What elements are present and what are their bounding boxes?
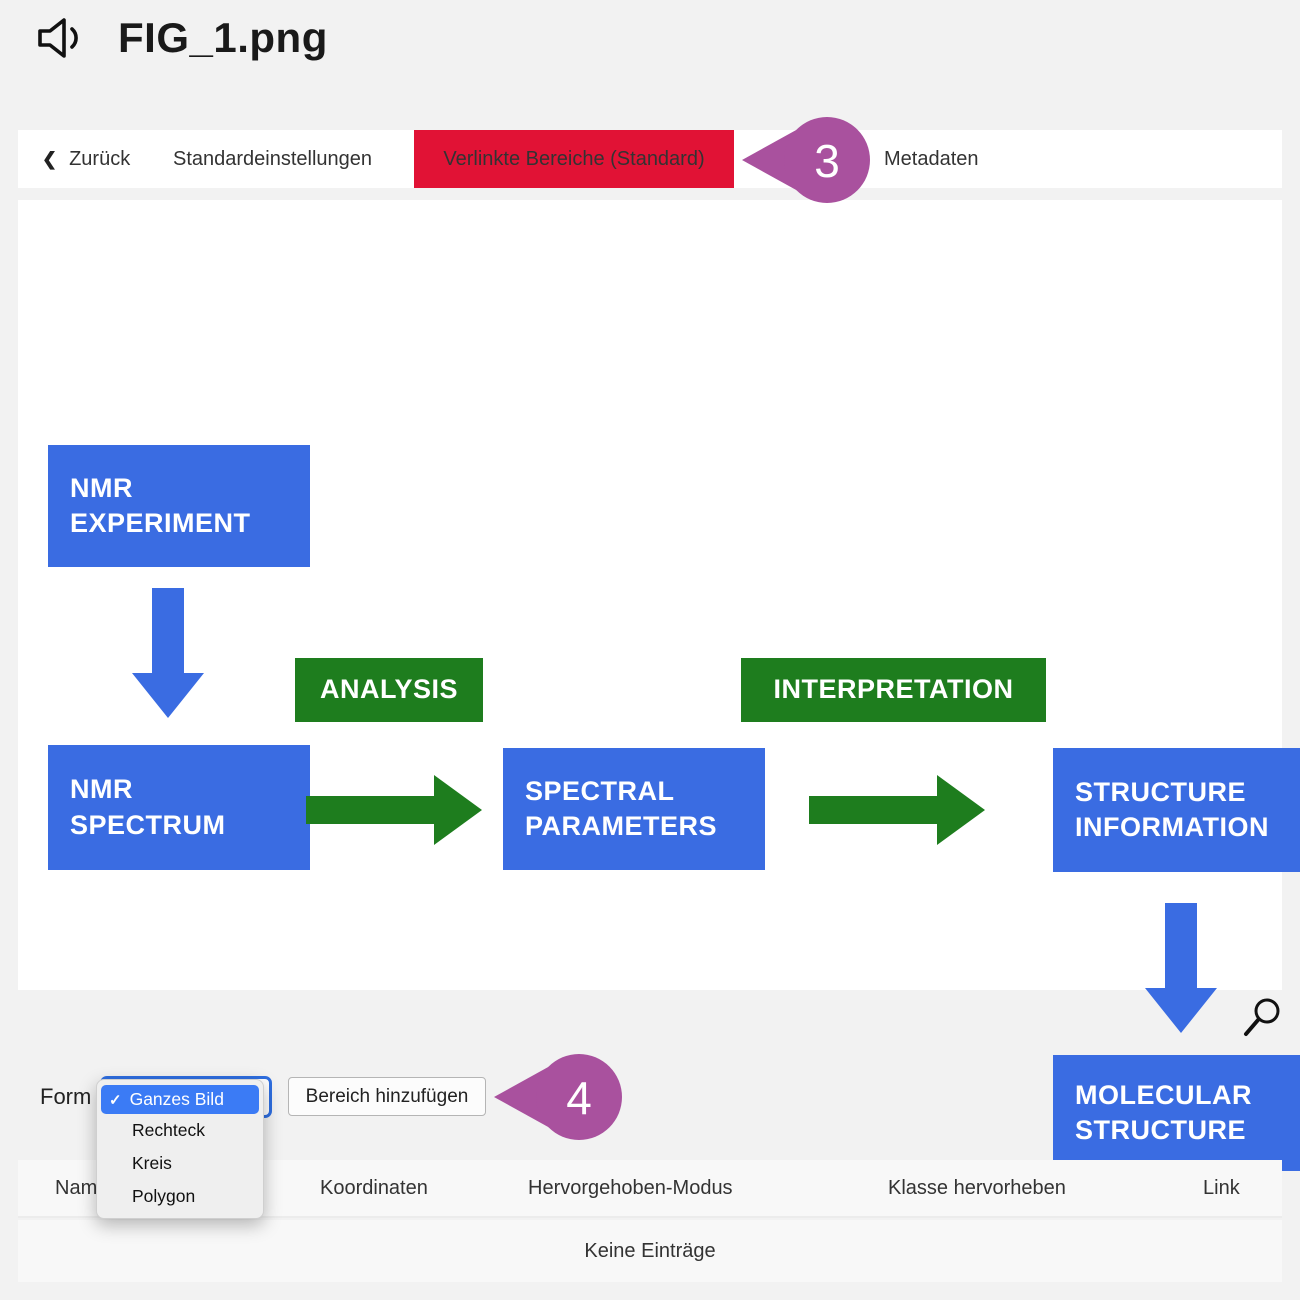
zoom-magnifier-icon[interactable] [1240, 996, 1284, 1040]
dropdown-option-label: Ganzes Bild [129, 1089, 224, 1109]
column-header-koordinaten: Koordinaten [320, 1177, 428, 1199]
toolbar: ❮ Zurück Standardeinstellungen Verlinkte… [18, 130, 1282, 188]
arrow-down-icon [1145, 903, 1217, 1033]
diagram-node-molecular-structure: MOLECULAR STRUCTURE [1053, 1055, 1300, 1171]
diagram-node-structure-information: STRUCTURE INFORMATION [1053, 748, 1300, 872]
column-header-klasse-hervorheben: Klasse hervorheben [888, 1177, 1066, 1199]
diagram-node-nmr-experiment: NMR EXPERIMENT [48, 445, 310, 567]
diagram-node-nmr-spectrum: NMR SPECTRUM [48, 745, 310, 870]
page-header: FIG_1.png [36, 14, 328, 62]
image-canvas: NMR EXPERIMENT NMR SPECTRUM ANALYSIS SPE… [18, 200, 1300, 1171]
tab-verlinkte-bereiche[interactable]: Verlinkte Bereiche (Standard) [414, 130, 734, 188]
chevron-left-icon: ❮ [42, 148, 58, 169]
column-header-hervorgehoben-modus: Hervorgehoben-Modus [528, 1177, 733, 1199]
dropdown-option-kreis[interactable]: Kreis [132, 1153, 172, 1173]
column-header-link: Link [1203, 1177, 1240, 1199]
column-header-name: Name [55, 1177, 109, 1199]
step-3-callout: 3 [742, 117, 870, 203]
tab-metadaten[interactable]: Metadaten [884, 148, 979, 170]
step-4-number: 4 [566, 1072, 592, 1124]
arrow-right-icon [306, 775, 482, 845]
back-button[interactable]: ❮ Zurück [42, 130, 130, 188]
check-icon: ✓ [109, 1091, 122, 1109]
step-4-callout: 4 [494, 1054, 622, 1140]
dropdown-option-polygon[interactable]: Polygon [132, 1186, 196, 1206]
step-3-number: 3 [814, 135, 840, 187]
dropdown-option-ganzes-bild[interactable]: ✓ Ganzes Bild [101, 1085, 259, 1114]
form-label: Form [40, 1084, 92, 1109]
dropdown-option-rechteck[interactable]: Rechteck [132, 1120, 205, 1140]
diagram-label-interpretation: INTERPRETATION [741, 658, 1046, 722]
page-title: FIG_1.png [118, 14, 328, 61]
back-label: Zurück [69, 147, 131, 170]
form-dropdown-menu: ✓ Ganzes Bild Rechteck Kreis Polygon [96, 1079, 264, 1219]
arrow-right-icon [809, 775, 985, 845]
arrow-down-icon [132, 588, 204, 718]
regions-table-empty-row: Keine Einträge [18, 1220, 1282, 1282]
diagram-node-spectral-parameters: SPECTRAL PARAMETERS [503, 748, 765, 870]
add-region-button[interactable]: Bereich hinzufügen [288, 1077, 486, 1116]
speaker-icon [38, 18, 78, 58]
diagram-label-analysis: ANALYSIS [295, 658, 483, 722]
tab-standardeinstellungen[interactable]: Standardeinstellungen [173, 148, 373, 170]
